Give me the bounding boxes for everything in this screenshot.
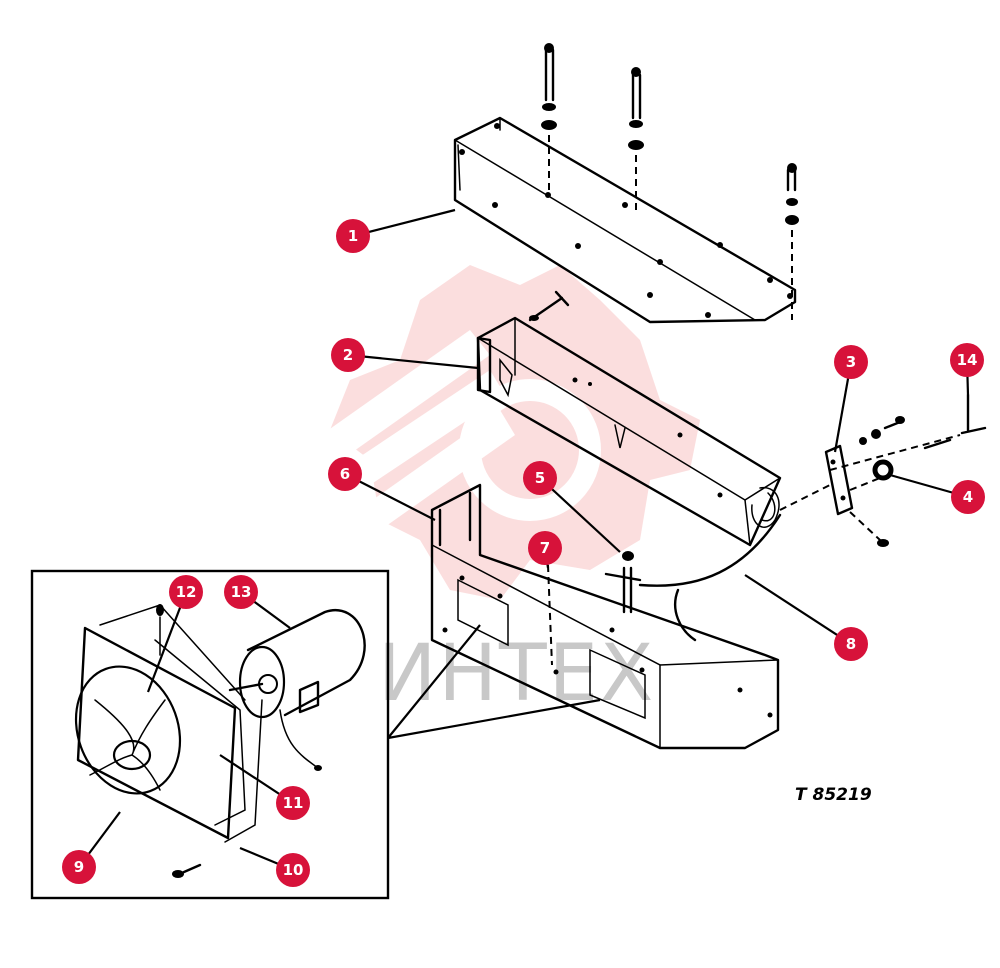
callout-circle bbox=[331, 338, 365, 372]
callout-circle bbox=[328, 457, 362, 491]
callout-12: 12 bbox=[169, 575, 203, 609]
callout-label: 1 bbox=[348, 227, 358, 245]
callout-circle bbox=[523, 461, 557, 495]
callout-label: 13 bbox=[231, 583, 252, 601]
vertical-bolt bbox=[604, 551, 642, 614]
callout-3: 3 bbox=[834, 345, 868, 379]
callout-label: 6 bbox=[340, 465, 350, 483]
callout-1: 1 bbox=[336, 219, 370, 253]
callout-13: 13 bbox=[224, 575, 258, 609]
callout-label: 9 bbox=[74, 858, 84, 876]
callout-label: 2 bbox=[343, 346, 353, 364]
callout-label: 12 bbox=[176, 583, 197, 601]
callout-8: 8 bbox=[834, 627, 868, 661]
callout-circle bbox=[169, 575, 203, 609]
callout-label: 5 bbox=[535, 469, 545, 487]
heater-core-housing bbox=[476, 290, 782, 547]
stud-part-7 bbox=[547, 564, 553, 666]
callout-circle bbox=[950, 343, 984, 377]
callout-11: 11 bbox=[276, 786, 310, 820]
callout-circle bbox=[224, 575, 258, 609]
pin-part-14 bbox=[960, 393, 987, 435]
callout-4: 4 bbox=[951, 480, 985, 514]
callout-circle bbox=[336, 219, 370, 253]
callout-circle bbox=[528, 531, 562, 565]
watermark-logo bbox=[300, 265, 700, 600]
inset-leader bbox=[387, 624, 601, 740]
callout-10: 10 bbox=[276, 853, 310, 887]
callout-circle bbox=[62, 850, 96, 884]
drawing-reference-number: T 85219 bbox=[795, 785, 872, 805]
callout-5: 5 bbox=[523, 461, 557, 495]
lower-duct-frame bbox=[430, 483, 780, 750]
panel-bolts bbox=[541, 43, 799, 320]
callout-label: 3 bbox=[846, 353, 856, 371]
wiring-harness bbox=[638, 513, 782, 642]
callout-leaders bbox=[78, 208, 970, 872]
callout-14: 14 bbox=[950, 343, 984, 377]
watermark-text: ИНТЕХ bbox=[378, 629, 655, 719]
washer-hardware bbox=[859, 416, 952, 547]
fan-motor-inset bbox=[30, 569, 390, 900]
callout-circle bbox=[834, 345, 868, 379]
callout-2: 2 bbox=[331, 338, 365, 372]
callout-label: 4 bbox=[963, 488, 973, 506]
callout-label: 10 bbox=[283, 861, 304, 879]
callout-7: 7 bbox=[528, 531, 562, 565]
callout-circle bbox=[276, 786, 310, 820]
callout-label: 11 bbox=[283, 794, 304, 812]
top-mounting-panel bbox=[453, 116, 797, 324]
callout-label: 14 bbox=[957, 351, 978, 369]
callout-6: 6 bbox=[328, 457, 362, 491]
callout-label: 7 bbox=[540, 539, 550, 557]
callout-circle bbox=[276, 853, 310, 887]
callout-circle bbox=[834, 627, 868, 661]
callout-9: 9 bbox=[62, 850, 96, 884]
callout-circle bbox=[951, 480, 985, 514]
callout-label: 8 bbox=[846, 635, 856, 653]
